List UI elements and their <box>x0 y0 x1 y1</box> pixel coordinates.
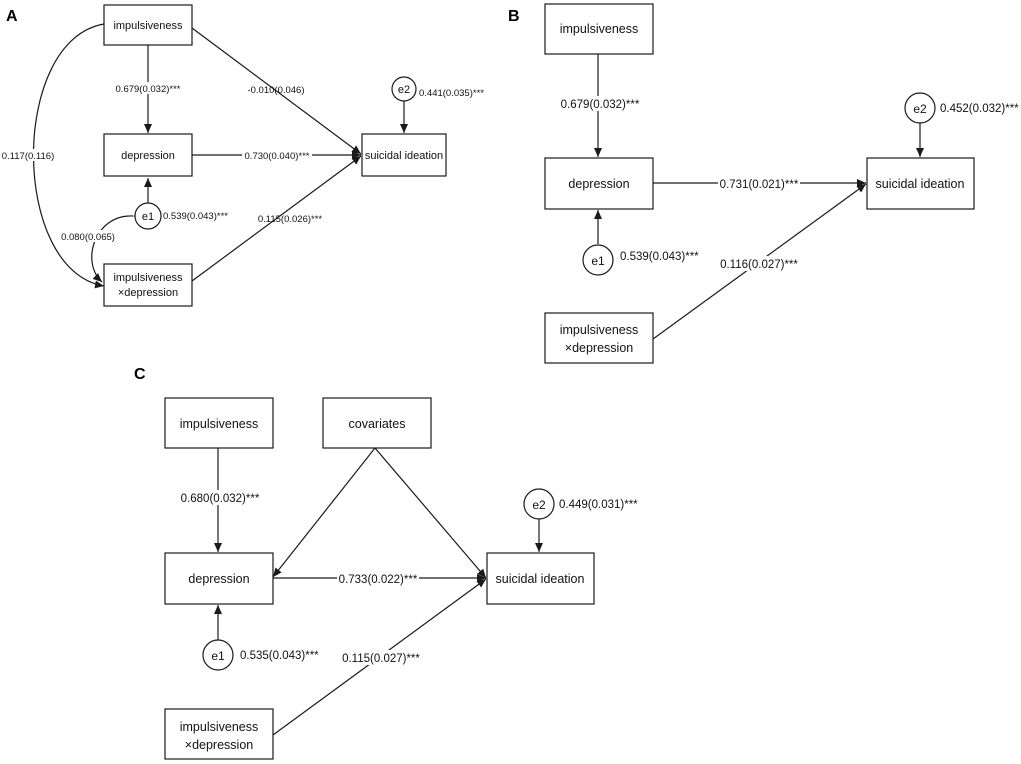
coef-a-cov-e1-int: 0.080(0.065) <box>61 232 115 243</box>
coef-b-dep-si: 0.731(0.021)*** <box>720 179 799 191</box>
coef-b-int-si-bg <box>718 256 800 271</box>
node-c-e2-label: e2 <box>532 498 546 512</box>
coef-a-cov-e1-int-bg <box>61 230 115 242</box>
node-c-depression-label: depression <box>188 572 249 586</box>
node-a-suicidal-ideation-label: suicidal ideation <box>365 150 443 162</box>
coef-c-imp-dep-bg <box>180 490 260 505</box>
node-c-suicidal-ideation-label: suicidal ideation <box>496 572 585 586</box>
node-b-depression-label: depression <box>568 177 629 191</box>
node-a-e2-label: e2 <box>398 84 410 96</box>
panel-label-b: B <box>508 8 520 25</box>
node-a-interaction-label-line2: ×depression <box>118 287 178 299</box>
node-a-interaction-label-line1: impulsiveness <box>113 272 183 284</box>
node-a-interaction <box>103 263 193 307</box>
node-a-suicidal-ideation <box>361 133 447 177</box>
node-c-covariates-label: covariates <box>349 417 406 431</box>
panel-label-c: C <box>134 366 146 383</box>
node-c-suicidal-ideation <box>486 552 595 605</box>
coef-a-cov-imp-int-bg <box>2 149 54 161</box>
node-b-interaction-label-line1: impulsiveness <box>560 323 639 337</box>
coef-a-imp-si: -0.010(0.046) <box>247 85 304 96</box>
node-a-e1-label: e1 <box>142 211 154 223</box>
coef-b-imp-dep: 0.679(0.032)*** <box>561 99 640 111</box>
node-b-e2-label: e2 <box>913 102 927 116</box>
node-b-e1-label: e1 <box>591 254 605 268</box>
coef-c-int-si: 0.115(0.027)*** <box>342 653 420 665</box>
node-b-suicidal-ideation <box>866 157 975 210</box>
edge-c-covariates-depression <box>272 447 376 578</box>
node-c-covariates <box>322 397 432 449</box>
coef-c-e1: 0.535(0.043)*** <box>240 650 319 662</box>
node-a-depression-label: depression <box>121 150 175 162</box>
coef-b-imp-dep-bg <box>560 96 640 111</box>
node-b-depression <box>544 157 654 210</box>
node-a-e2 <box>391 76 417 102</box>
node-b-e1 <box>582 244 614 276</box>
edge-a-interaction-suicidal <box>191 155 362 282</box>
panel-b: B impulsiveness depression impulsiveness… <box>508 3 1019 364</box>
coef-a-e1: 0.539(0.043)*** <box>163 211 228 222</box>
node-a-impulsiveness-label: impulsiveness <box>113 20 183 32</box>
node-b-impulsiveness <box>544 3 654 55</box>
node-c-interaction-label-line1: impulsiveness <box>180 720 259 734</box>
node-b-interaction-label-line2: ×depression <box>565 341 633 355</box>
node-a-depression <box>103 133 193 177</box>
node-c-impulsiveness-label: impulsiveness <box>180 417 259 431</box>
node-a-e1 <box>134 202 162 230</box>
coef-a-dep-si: 0.730(0.040)*** <box>245 151 310 162</box>
coef-a-e2: 0.441(0.035)*** <box>419 88 484 99</box>
coef-a-cov-imp-int: 0.117(0.116) <box>2 151 54 162</box>
coef-c-dep-si-bg <box>337 571 419 586</box>
coef-a-dep-si-bg <box>242 149 312 161</box>
panel-label-a: A <box>6 8 18 25</box>
coef-a-imp-dep-bg <box>115 82 181 94</box>
coef-b-e2: 0.452(0.032)*** <box>940 103 1019 115</box>
node-a-impulsiveness <box>103 4 193 46</box>
node-b-impulsiveness-label: impulsiveness <box>560 22 639 36</box>
node-c-e1 <box>202 639 234 671</box>
panel-c: C impulsiveness covariates depression im… <box>134 366 638 760</box>
edge-c-covariates-suicidal <box>374 447 487 579</box>
node-c-depression <box>164 552 274 605</box>
coef-c-dep-si: 0.733(0.022)*** <box>339 574 418 586</box>
coef-a-imp-dep: 0.679(0.032)*** <box>116 84 181 95</box>
node-c-interaction-label-line2: ×depression <box>185 738 253 752</box>
node-b-suicidal-ideation-label: suicidal ideation <box>876 177 965 191</box>
coef-c-int-si-bg <box>340 650 422 665</box>
node-b-e2 <box>904 92 936 124</box>
panel-a: A impulsiveness depression impulsiveness… <box>2 4 484 307</box>
coef-b-int-si: 0.116(0.027)*** <box>720 259 798 271</box>
coef-c-e2: 0.449(0.031)*** <box>559 499 638 511</box>
node-b-interaction <box>544 312 654 364</box>
coef-b-e1: 0.539(0.043)*** <box>620 251 699 263</box>
coef-b-dep-si-bg <box>718 176 800 191</box>
node-c-e1-label: e1 <box>211 649 225 663</box>
coef-c-imp-dep: 0.680(0.032)*** <box>181 493 260 505</box>
coef-a-int-si: 0.115(0.026)*** <box>258 214 323 225</box>
node-c-e2 <box>523 488 555 520</box>
node-c-interaction <box>164 708 274 760</box>
node-c-impulsiveness <box>164 397 274 449</box>
edge-a-impulsiveness-suicidal <box>191 27 362 155</box>
